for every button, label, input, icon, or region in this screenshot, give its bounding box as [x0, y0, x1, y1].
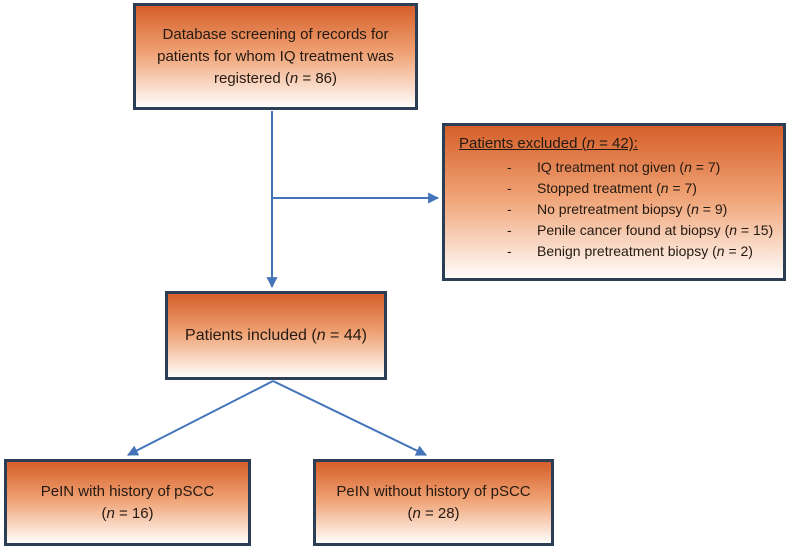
excluded-item-text: No pretreatment biopsy (n = 9) [537, 201, 728, 217]
excluded-item: - IQ treatment not given (n = 7) [459, 157, 779, 178]
box-excluded-title: Patients excluded (n = 42): [459, 135, 638, 152]
bullet-dash: - [507, 159, 512, 175]
box-pein-with-history: PeIN with history of pSCC (n = 16) [4, 459, 251, 546]
excluded-item-text: Stopped treatment (n = 7) [537, 180, 697, 196]
box-included-text: Patients included (n = 44) [185, 327, 367, 344]
bullet-dash: - [507, 180, 512, 196]
bullet-dash: - [507, 201, 512, 217]
bullet-dash: - [507, 222, 512, 238]
box-pein-without-line2: (n = 28) [407, 504, 460, 522]
box-screening: Database screening of records for patien… [133, 3, 418, 110]
excluded-item: - No pretreatment biopsy (n = 9) [459, 199, 779, 220]
box-pein-with-line2: (n = 16) [101, 504, 154, 522]
box-included: Patients included (n = 44) [165, 291, 387, 380]
excluded-item-text: IQ treatment not given (n = 7) [537, 159, 721, 175]
excluded-item-text: Penile cancer found at biopsy (n = 15) [537, 222, 774, 238]
box-pein-without-history: PeIN without history of pSCC (n = 28) [313, 459, 554, 546]
box-excluded: Patients excluded (n = 42): - IQ treatmen… [442, 123, 786, 281]
excluded-item: - Stopped treatment (n = 7) [459, 178, 779, 199]
excluded-list: - IQ treatment not given (n = 7) - Stopped … [459, 157, 779, 262]
excluded-item-text: Benign pretreatment biopsy (n = 2) [537, 243, 753, 259]
box-screening-text: Database screening of records for patien… [157, 25, 394, 87]
bullet-dash: - [507, 243, 512, 259]
excluded-item: - Penile cancer found at biopsy (n = 15) [459, 220, 779, 241]
excluded-item: - Benign pretreatment biopsy (n = 2) [459, 241, 779, 262]
box-pein-with-line1: PeIN with history of pSCC [40, 482, 215, 500]
arrow-included-to-pein-without [272, 380, 427, 456]
arrow-included-to-pein-with [127, 380, 274, 456]
box-pein-without-line1: PeIN without history of pSCC [336, 482, 531, 500]
